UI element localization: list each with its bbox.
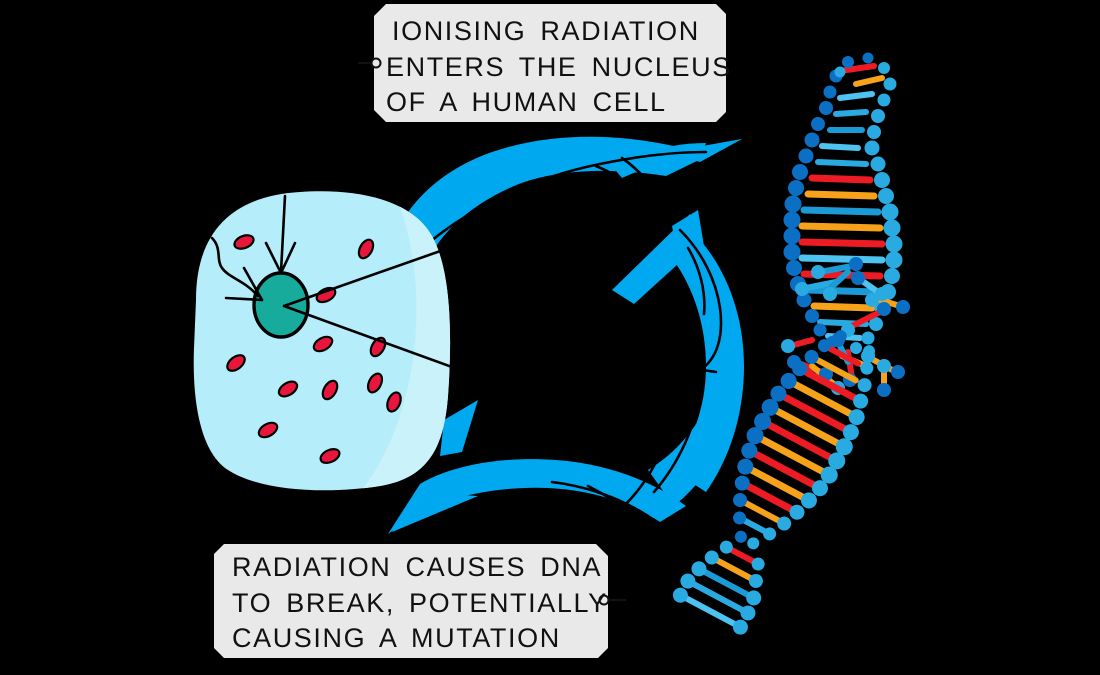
mitochondrion <box>277 380 299 398</box>
damaged-dna-helix <box>672 330 876 635</box>
dna-break-label-line-2: TO BREAK, POTENTIALLY <box>232 588 608 618</box>
ionising-radiation-label-line-3: OF A HUMAN CELL <box>386 87 667 117</box>
mitochondrion <box>321 379 339 401</box>
ionising-radiation-label[interactable]: IONISING RADIATION ENTERS THE NUCLEUS OF… <box>358 4 732 122</box>
dna-backbone-tail-lower <box>672 540 765 635</box>
dna-backbone-dark-lower <box>733 330 847 543</box>
dna-break-label-line-1: RADIATION CAUSES DNA <box>232 552 602 582</box>
fragment-beads <box>781 257 910 397</box>
ray-detail-strokes <box>396 150 723 526</box>
mitochondrion <box>226 354 246 372</box>
mitochondrion <box>357 238 375 260</box>
dna-rungs-lower <box>680 344 861 629</box>
cell-highlight <box>340 191 451 491</box>
mitochondrion <box>312 335 334 353</box>
mitochondrion <box>257 421 279 439</box>
dna-backbone-light-upper <box>850 62 903 354</box>
dna-backbone-light-lower <box>747 345 876 550</box>
mitochondrion <box>315 286 337 304</box>
ray-arm-top-left <box>392 136 742 264</box>
radiation-entry-arrow-top <box>264 194 297 275</box>
ray-spike-bottom-left <box>392 492 478 532</box>
nucleus-emitted-rays <box>282 183 630 430</box>
ray-spike-left-lower <box>440 400 478 456</box>
mitochondrion <box>366 372 384 394</box>
ray-arm-bottom-right <box>648 394 740 506</box>
ray-spike-right-joint <box>672 210 704 256</box>
dna-tail-upper <box>834 52 874 78</box>
label-connector-dot-bottom <box>598 594 610 606</box>
human-cell <box>193 183 630 491</box>
mitochondrion <box>233 234 255 250</box>
ionising-radiation-label-line-1: IONISING RADIATION <box>392 16 700 46</box>
label-box-top <box>374 4 726 122</box>
dna-break-label[interactable]: RADIATION CAUSES DNA TO BREAK, POTENTIAL… <box>214 544 626 658</box>
mitochondrion <box>386 391 402 413</box>
ionising-radiation-label-line-2: ENTERS THE NUCLEUS <box>386 52 732 82</box>
radiation-entry-arrow-wavy <box>210 236 264 302</box>
ray-arm-bottom-left <box>388 459 686 534</box>
radiation-ray-ring <box>388 136 744 534</box>
dna-break-label-line-3: CAUSING A MUTATION <box>232 623 561 653</box>
mitochondrion <box>319 448 341 464</box>
ray-spike-top-tip <box>668 139 742 162</box>
label-connector-dot-top <box>370 57 382 69</box>
label-box-bottom <box>214 544 608 658</box>
mitochondria-group <box>226 234 402 464</box>
